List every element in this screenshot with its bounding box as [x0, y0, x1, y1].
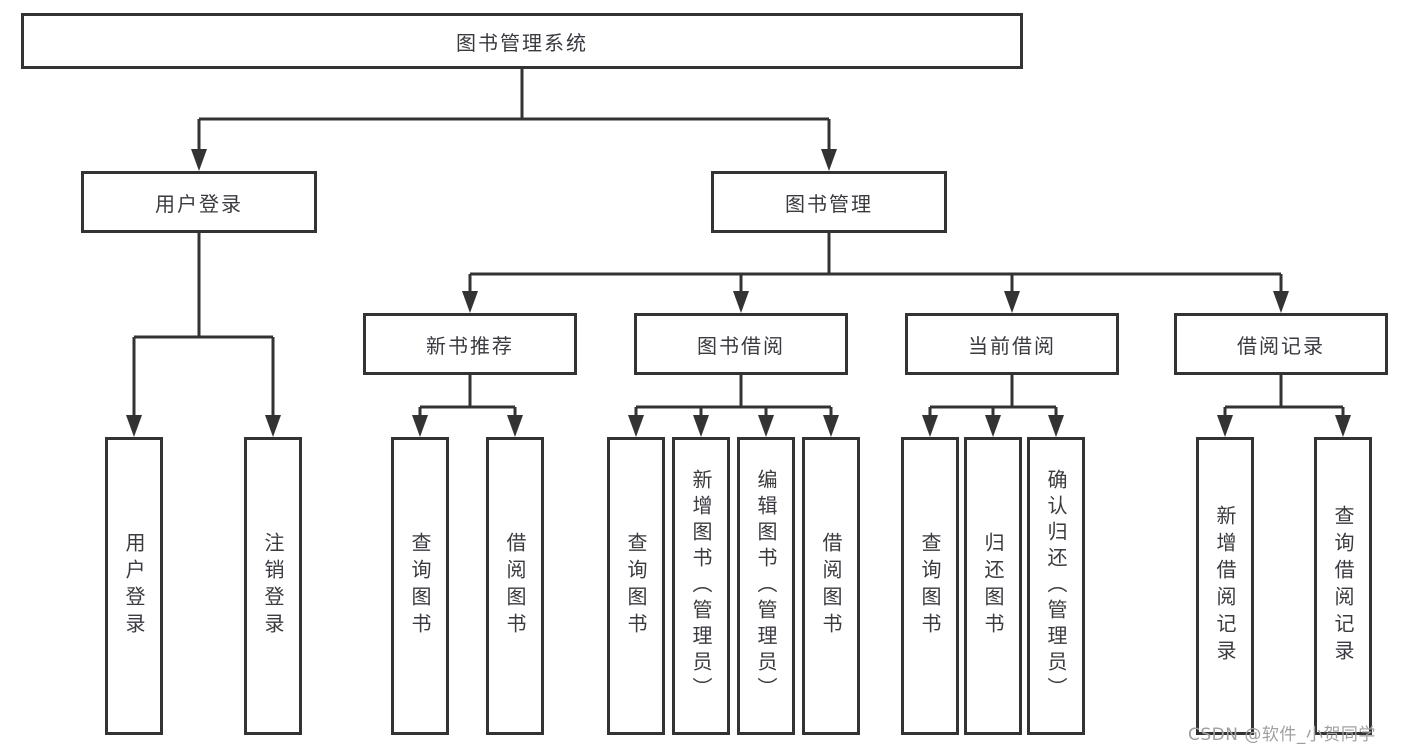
leaf-add-borrow-record: 新增借阅记录	[1196, 437, 1254, 735]
leaf-query-books-borrow: 查询图书	[607, 437, 665, 735]
leaf-add-books-admin: 新增图书（管理员）	[672, 437, 730, 735]
csdn-watermark: CSDN @软件_小贺同学	[1188, 725, 1376, 745]
node-label: 查询图书	[624, 532, 648, 640]
node-label: 借阅记录	[1237, 333, 1325, 358]
leaf-edit-books-admin: 编辑图书（管理员）	[737, 437, 795, 735]
node-library-management-system: 图书管理系统	[21, 13, 1023, 69]
connector-recommend-to-leaves	[418, 375, 517, 420]
node-current-borrowing: 当前借阅	[905, 313, 1119, 375]
arrowheads	[126, 149, 1351, 437]
node-label: 确认归还（管理员）	[1044, 469, 1068, 703]
leaf-confirm-return-admin: 确认归还（管理员）	[1027, 437, 1085, 735]
connector-borrow-to-leaves	[634, 375, 833, 420]
leaf-borrow-books: 借阅图书	[802, 437, 860, 735]
node-label: 用户登录	[122, 532, 146, 640]
node-label: 查询图书	[918, 532, 942, 640]
node-label: 查询图书	[408, 532, 432, 640]
node-label: 图书管理	[785, 191, 873, 216]
node-label: 图书借阅	[697, 333, 785, 358]
connector-current-to-leaves	[928, 375, 1058, 420]
connector-root-to-level2	[197, 69, 831, 152]
node-label: 新增借阅记录	[1213, 505, 1237, 667]
node-label: 新增图书（管理员）	[689, 469, 713, 703]
node-label: 当前借阅	[968, 333, 1056, 358]
node-book-borrowing: 图书借阅	[634, 313, 848, 375]
leaf-query-books-recommend: 查询图书	[391, 437, 449, 735]
node-label: 查询借阅记录	[1331, 505, 1355, 667]
connector-records-to-leaves	[1223, 375, 1345, 420]
leaf-logout: 注销登录	[244, 437, 302, 735]
node-new-book-recommendation: 新书推荐	[363, 313, 577, 375]
connector-login-to-leaves	[132, 233, 275, 420]
connector-bookmgmt-to-level3	[468, 233, 1283, 296]
node-book-management: 图书管理	[711, 171, 947, 233]
node-borrowing-records: 借阅记录	[1174, 313, 1388, 375]
leaf-query-books-current: 查询图书	[901, 437, 959, 735]
node-label: 用户登录	[155, 191, 243, 216]
node-label: 注销登录	[261, 532, 285, 640]
node-label: 借阅图书	[819, 532, 843, 640]
node-label: 归还图书	[981, 532, 1005, 640]
node-label: 借阅图书	[503, 532, 527, 640]
node-label: 新书推荐	[426, 333, 514, 358]
leaf-borrow-books-recommend: 借阅图书	[486, 437, 544, 735]
leaf-user-login: 用户登录	[105, 437, 163, 735]
node-user-login: 用户登录	[81, 171, 317, 233]
node-label: 图书管理系统	[456, 30, 588, 55]
leaf-query-borrow-record: 查询借阅记录	[1314, 437, 1372, 735]
node-label: 编辑图书（管理员）	[754, 469, 778, 703]
leaf-return-books: 归还图书	[964, 437, 1022, 735]
